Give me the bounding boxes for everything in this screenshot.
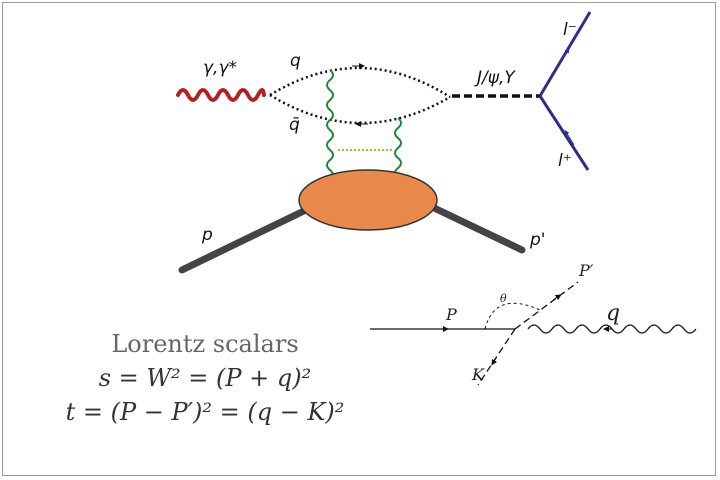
proton-out-label: p' (529, 230, 545, 250)
kin-theta-arc (484, 302, 541, 330)
kin-K-label: K (471, 365, 485, 384)
kin-K-arrow (491, 357, 498, 366)
proton-blob (298, 169, 438, 231)
antiquark-label: q̄ (289, 115, 300, 135)
photon-label: γ,γ* (203, 58, 237, 78)
kin-Pprime-arrow (552, 294, 562, 301)
lepton-minus-label: l⁻ (563, 20, 577, 40)
proton-out-arrow (485, 232, 503, 242)
proton-out-line (426, 202, 526, 254)
scalars-title: Lorentz scalars (111, 330, 299, 358)
kin-Pprime-line (514, 281, 579, 330)
scalars-t-definition: t = (P − P′)² = (q − K)² (65, 398, 345, 426)
gluon-right (394, 117, 402, 179)
kin-theta-label: θ (500, 292, 507, 305)
kin-Pprime-label: P′ (578, 261, 594, 280)
figure-frame (2, 2, 716, 476)
lepton-plus-arrow (564, 129, 575, 146)
proton-in-label: p (201, 225, 213, 245)
lepton-plus-line (538, 95, 590, 171)
meson-label: J/ψ,Υ (474, 68, 516, 88)
lepton-minus-arrow (559, 47, 570, 64)
photon-line (176, 88, 266, 102)
scalars-s-definition: s = W² = (P + q)² (98, 364, 312, 392)
kin-P-label: P (445, 305, 457, 324)
kin-K-line (477, 328, 516, 386)
quark-label: q (290, 51, 301, 71)
quark-line (269, 66, 451, 99)
kin-q-label: q (606, 301, 620, 326)
proton-in-arrow (237, 234, 255, 244)
lepton-plus-label: l⁺ (558, 151, 572, 171)
